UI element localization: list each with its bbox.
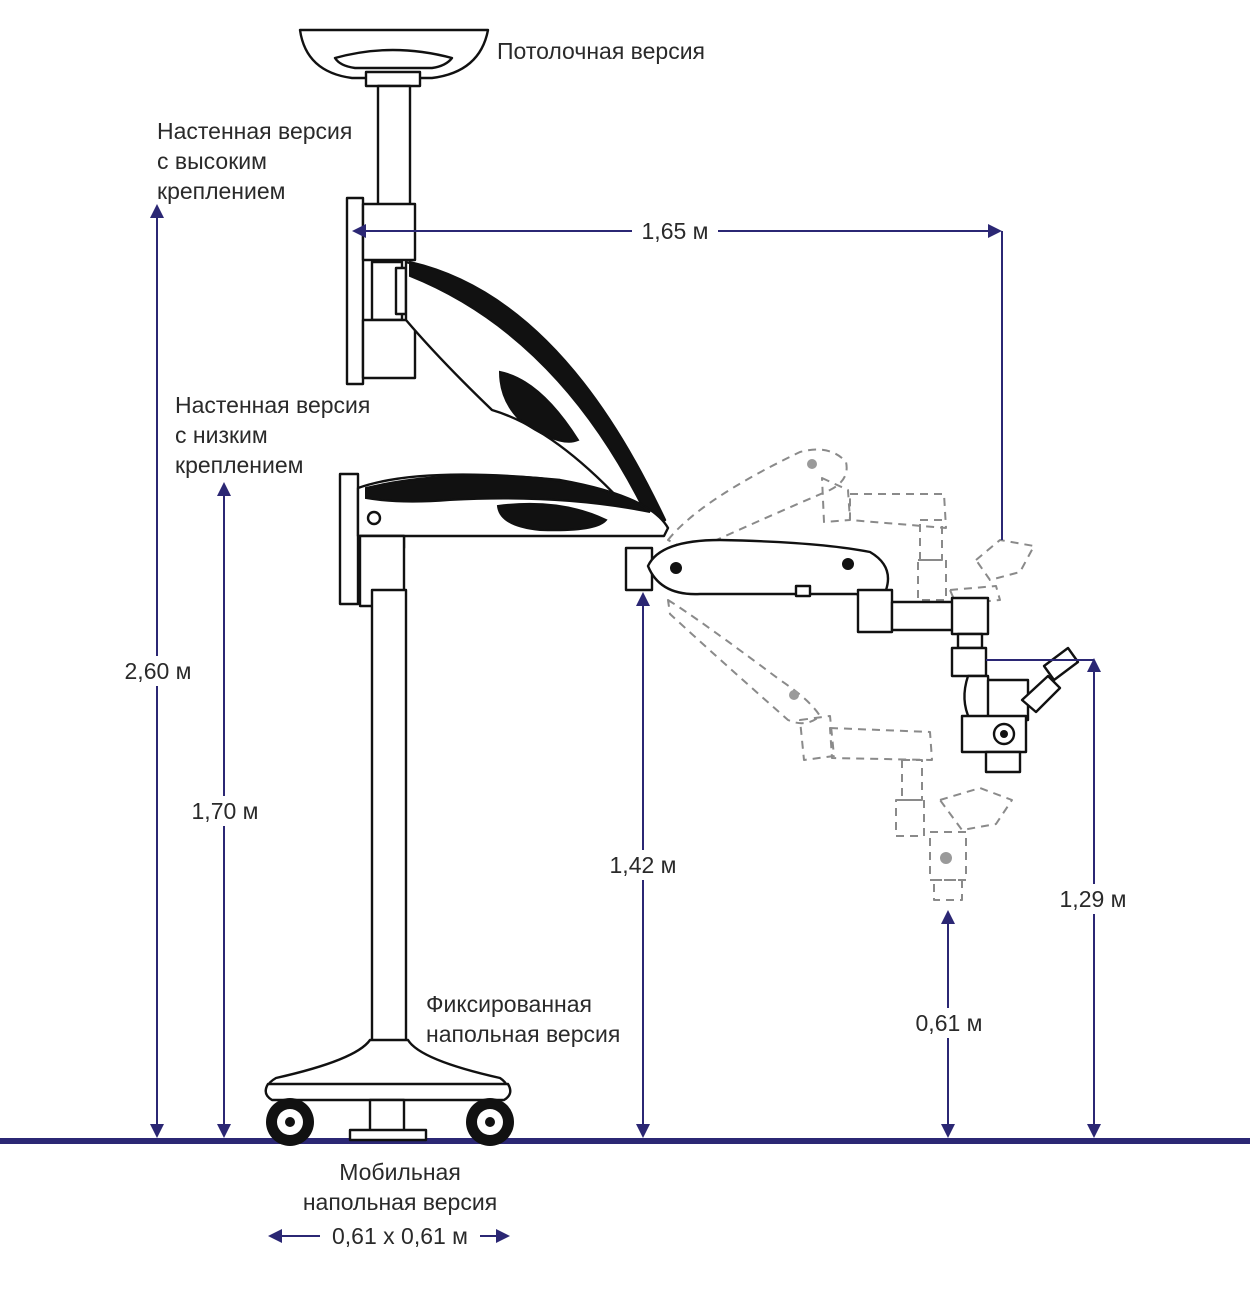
label-floor-mobile-line2: напольная версия xyxy=(303,1189,497,1215)
label-wall-low-line3: креплением xyxy=(175,452,303,478)
dim-height-wall-low: 1,70 м xyxy=(192,798,259,824)
dim-height-micro-top: 1,29 м xyxy=(1060,886,1127,912)
dim-base-size: 0,61 x 0,61 м xyxy=(332,1223,468,1249)
dim-reach: 1,65 м xyxy=(642,218,709,244)
microscope-arm xyxy=(624,538,1080,774)
label-floor-fixed-line1: Фиксированная xyxy=(426,991,592,1017)
label-wall-low-line1: Настенная версия xyxy=(175,392,370,418)
dim-height-micro-low: 0,61 м xyxy=(916,1010,983,1036)
label-floor-fixed-line2: напольная версия xyxy=(426,1021,620,1047)
wall-high-mount xyxy=(345,196,667,524)
wall-low-mount xyxy=(338,472,670,606)
label-wall-high-line3: креплением xyxy=(157,178,285,204)
floor-line xyxy=(0,1138,1250,1144)
floor-stand xyxy=(264,534,514,1146)
label-wall-low-line2: с низким xyxy=(175,422,268,448)
dim-height-arm: 1,42 м xyxy=(610,852,677,878)
dimension-lines xyxy=(150,204,1101,1243)
label-ceiling-version: Потолочная версия xyxy=(497,38,705,64)
ghost-arm-positions xyxy=(667,448,1035,901)
label-wall-high-line2: с высоким xyxy=(157,148,267,174)
dimension-values: 1,65 м 2,60 м 1,70 м 1,42 м 1,29 м 0,61 … xyxy=(118,216,1134,1249)
label-floor-mobile-line1: Мобильная xyxy=(339,1159,461,1185)
labels: Потолочная версия Настенная версия с выс… xyxy=(157,38,705,1215)
dim-height-ceiling: 2,60 м xyxy=(125,658,192,684)
label-wall-high-line1: Настенная версия xyxy=(157,118,352,144)
